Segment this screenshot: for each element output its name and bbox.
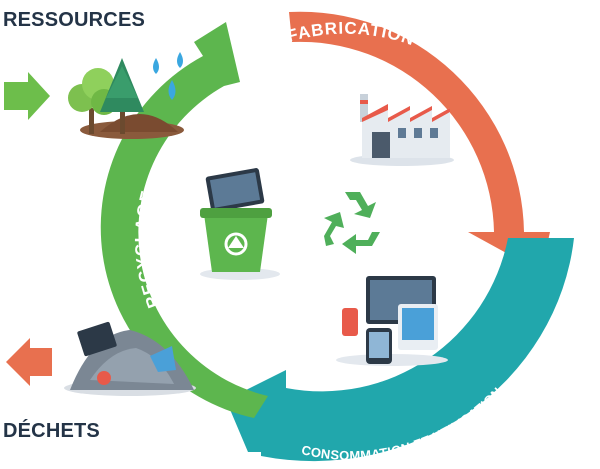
tree-icon [68,58,184,139]
arrow-in-icon [4,72,50,120]
consumption-arc [226,238,574,462]
waste-label: DÉCHETS [3,420,100,442]
recycle-bin-icon [200,168,280,280]
recycle-symbol-icon [324,192,380,254]
waste-pile-icon [64,321,196,396]
electronics-icon [336,276,448,366]
water-drops-icon [153,52,183,100]
resources-label: RESSOURCES [3,9,146,31]
arrow-out-icon [6,338,52,386]
factory-icon [350,94,454,166]
